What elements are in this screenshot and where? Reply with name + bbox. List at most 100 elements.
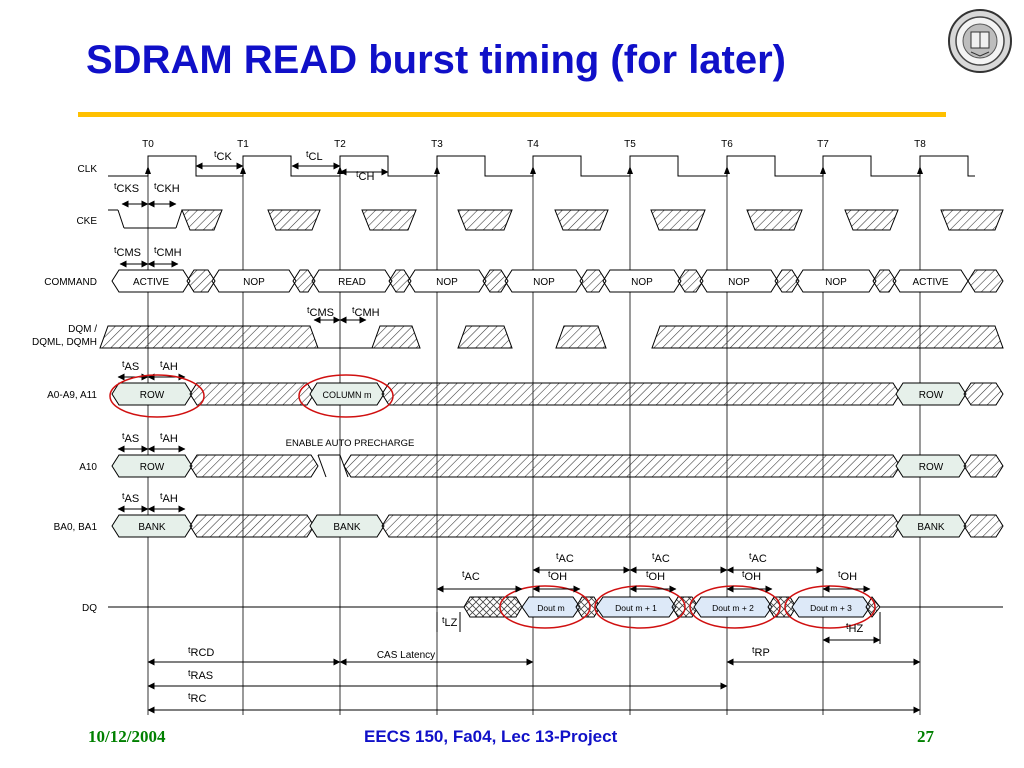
bank-label: BANK: [917, 522, 945, 533]
clk-edge-arrow: [145, 166, 151, 174]
timing-tlz: tLZ: [442, 615, 458, 629]
command-label: NOP: [533, 277, 555, 288]
a10-edge: [317, 454, 327, 478]
dqm-dont-care: [651, 325, 1004, 349]
clk-edge-arrow: [337, 166, 343, 174]
signal-name-command: COMMAND: [44, 277, 97, 288]
cke-dont-care: [554, 209, 609, 231]
command-transition: [677, 269, 704, 293]
dqm-dont-care: [99, 325, 319, 349]
footer-course: EECS 150, Fa04, Lec 13-Project: [364, 727, 618, 746]
address-label: COLUMN m: [323, 390, 372, 400]
bank-dont-care: [963, 514, 1004, 538]
clock-label-t0: T0: [142, 139, 154, 150]
timing-tah: tAH: [160, 359, 178, 373]
cke-dont-care: [844, 209, 899, 231]
timing-tcms-dqm: tCMS: [307, 305, 334, 319]
cke-line: [117, 209, 125, 229]
cas-latency-label: CAS Latency: [377, 650, 435, 661]
footer-date: 10/12/2004: [88, 727, 166, 746]
clock-label-t8: T8: [914, 139, 926, 150]
clk-edge-arrow: [724, 166, 730, 174]
clk-edge-arrow: [627, 166, 633, 174]
timing-tckh: tCKH: [154, 181, 180, 195]
timing-thz: tHZ: [846, 621, 863, 635]
clock-label-t1: T1: [237, 139, 249, 150]
timing-toh: tOH: [742, 569, 761, 583]
timing-trcd: tRCD: [188, 645, 214, 659]
timing-tah-a10: tAH: [160, 431, 178, 445]
timing-tac: tAC: [556, 551, 574, 565]
timing-tcl: tCL: [306, 149, 323, 163]
command-transition: [292, 269, 316, 293]
highlight-ellipse: [109, 374, 205, 418]
signal-name-cke: CKE: [76, 216, 97, 227]
address-label: ROW: [919, 390, 944, 401]
timing-tas: tAS: [122, 359, 139, 373]
university-seal-logo: [948, 9, 1012, 73]
clk-edge-arrow: [434, 166, 440, 174]
signal-name-dqml-dqmh: DQML, DQMH: [32, 337, 97, 348]
dqm-dont-care: [371, 325, 421, 349]
clock-label-t6: T6: [721, 139, 733, 150]
command-transition: [388, 269, 412, 293]
timing-tck: tCK: [214, 149, 232, 163]
command-label: NOP: [436, 277, 458, 288]
timing-tas-a10: tAS: [122, 431, 139, 445]
cke-dont-care: [746, 209, 803, 231]
clk-edge-arrow: [917, 166, 923, 174]
timing-tac: tAC: [462, 569, 480, 583]
a10-dont-care: [343, 454, 901, 478]
clk-edge-arrow: [240, 166, 246, 174]
timing-tac: tAC: [749, 551, 767, 565]
timing-tcks: tCKS: [114, 181, 139, 195]
signal-name-address: A0-A9, A11: [47, 390, 97, 401]
command-label: NOP: [825, 277, 847, 288]
a10-dont-care: [963, 454, 1004, 478]
command-label: NOP: [243, 277, 265, 288]
dq-data-label: Dout m + 2: [712, 603, 754, 613]
dq-data-label: Dout m + 1: [615, 603, 657, 613]
command-transition: [774, 269, 800, 293]
dqm-dont-care: [457, 325, 513, 349]
timing-tah-ba: tAH: [160, 491, 178, 505]
clock-label-t5: T5: [624, 139, 636, 150]
bank-dont-care: [189, 514, 315, 538]
a10-label: ROW: [919, 462, 944, 473]
clk-edge-arrow: [820, 166, 826, 174]
dq-transition: [463, 596, 523, 618]
timing-toh: tOH: [646, 569, 665, 583]
clock-label-t3: T3: [431, 139, 443, 150]
command-label: ACTIVE: [133, 277, 169, 288]
cke-dont-care: [457, 209, 513, 231]
clock-label-t7: T7: [817, 139, 829, 150]
command-transition: [967, 269, 1004, 293]
timing-tcmh: tCMH: [154, 245, 182, 259]
cke-dont-care: [181, 209, 223, 231]
address-dont-care: [963, 382, 1004, 406]
title-underline: [78, 112, 946, 117]
command-transition: [482, 269, 509, 293]
dqm-dont-care: [555, 325, 607, 349]
command-transition: [186, 269, 216, 293]
command-label: NOP: [631, 277, 653, 288]
highlight-ellipse: [298, 374, 394, 418]
clk-waveform: [108, 155, 975, 177]
bank-label: BANK: [138, 522, 166, 533]
command-label: NOP: [728, 277, 750, 288]
cke-dont-care: [267, 209, 321, 231]
cke-dont-care: [940, 209, 1004, 231]
a10-dont-care: [189, 454, 319, 478]
cke-dont-care: [650, 209, 706, 231]
timing-tas-ba: tAS: [122, 491, 139, 505]
enable-auto-precharge-note: ENABLE AUTO PRECHARGE: [286, 438, 415, 449]
timing-tras: tRAS: [188, 668, 213, 682]
dq-data-label: Dout m: [537, 603, 564, 613]
timing-toh: tOH: [548, 569, 567, 583]
signal-name-bank-address: BA0, BA1: [54, 522, 98, 533]
timing-trc: tRC: [188, 691, 206, 705]
clock-label-t2: T2: [334, 139, 346, 150]
timing-tac: tAC: [652, 551, 670, 565]
cke-line: [175, 209, 183, 229]
